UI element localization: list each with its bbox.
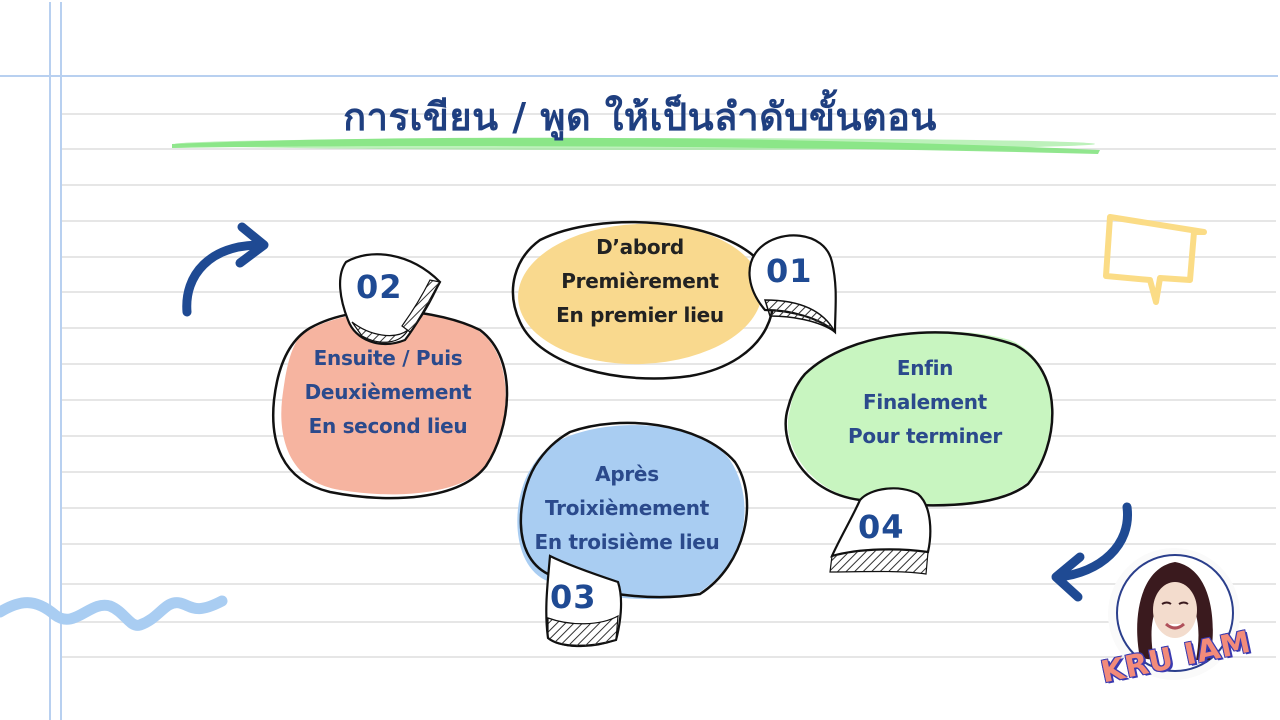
step-2-number: 02 <box>356 268 403 306</box>
step-3-line-1: Après <box>595 462 659 486</box>
step-4-line-3: Pour terminer <box>848 424 1002 448</box>
step-1-line-3: En premier lieu <box>556 303 724 327</box>
step-2-line-2: Deuxièmement <box>304 380 472 404</box>
curved-arrow-right-icon <box>182 222 269 317</box>
step-2-text: Ensuite / Puis Deuxièmement En second li… <box>278 341 498 443</box>
step-2-line-3: En second lieu <box>308 414 468 438</box>
step-1-shape <box>511 220 837 380</box>
step-1-line-1: D’abord <box>596 235 684 259</box>
step-2-shape <box>272 253 509 500</box>
page-title: การเขียน / พูด ให้เป็นลำดับขั้นตอน <box>343 95 937 139</box>
avatar <box>1116 554 1234 672</box>
step-4-text: Enfin Finalement Pour terminer <box>810 351 1040 453</box>
step-2-line-1: Ensuite / Puis <box>313 346 463 370</box>
step-4-shape <box>784 331 1054 575</box>
step-4-line-2: Finalement <box>863 390 987 414</box>
step-4-number: 04 <box>858 508 905 546</box>
step-4-line-1: Enfin <box>896 356 954 380</box>
curved-arrow-left-icon <box>1051 502 1132 602</box>
step-3-line-2: Troixièmement <box>545 496 709 520</box>
step-3-number: 03 <box>550 578 597 616</box>
step-3-text: Après Troixièmement En troisième lieu <box>512 457 742 559</box>
step-1-text: D’abord Premièrement En premier lieu <box>530 230 750 332</box>
step-1-number: 01 <box>766 252 813 290</box>
step-3-line-3: En troisième lieu <box>534 530 720 554</box>
step-3-shape <box>517 421 749 648</box>
step-1-line-2: Premièrement <box>561 269 719 293</box>
